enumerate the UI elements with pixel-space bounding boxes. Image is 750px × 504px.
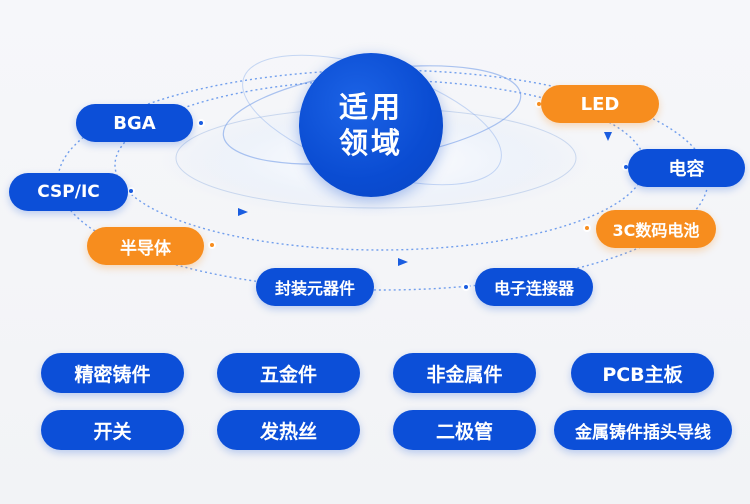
node-label: 半导体 [120,238,171,259]
node-3c-battery: 3C数码电池 [596,210,716,248]
grid-item-label: 二极管 [435,420,493,443]
grid-item-label: 精密铸件 [74,363,151,386]
grid-item-label: 非金属件 [426,363,503,386]
center-title-circle: 适用 领域 [299,53,443,197]
node-label: 3C数码电池 [612,221,700,240]
node-csp-ic: CSP/IC [9,173,128,211]
node-label: 封装元器件 [274,279,355,298]
orbit-arrow-icon [604,132,612,141]
grid-item-diode: 二极管 [393,410,536,450]
grid-item-precision-casting: 精密铸件 [41,353,184,393]
node-electronic-connector: 电子连接器 [475,268,593,306]
orbit-arrow-icon [238,208,248,216]
connector-dot [583,224,591,232]
connector-dot [197,119,205,127]
node-capacitor: 电容 [628,149,745,187]
grid-item-label: 金属铸件插头导线 [575,422,711,443]
node-label: 电容 [668,159,705,180]
orbit-arrow-icon [398,258,408,266]
grid-item-metal-plug-wire: 金属铸件插头导线 [554,410,732,450]
grid-item-label: 开关 [93,420,132,443]
node-label: BGA [113,112,156,134]
grid-item-label: 五金件 [259,363,317,386]
grid-item-heating-wire: 发热丝 [217,410,360,450]
node-label: 电子连接器 [493,279,574,298]
node-semiconductor: 半导体 [87,227,204,265]
grid-item-non-metal: 非金属件 [393,353,536,393]
node-label: LED [580,93,620,115]
node-packaged-components: 封装元器件 [256,268,374,306]
connector-dot [462,283,470,291]
node-label: CSP/IC [37,182,100,202]
node-led: LED [541,85,659,123]
center-title-line1: 适用 [338,90,403,124]
connector-dot [127,187,135,195]
center-title-line2: 领域 [338,126,403,160]
connector-dot [208,241,216,249]
node-bga: BGA [76,104,193,142]
grid-item-hardware: 五金件 [217,353,360,393]
grid-item-pcb: PCB主板 [571,353,714,393]
grid-item-switch: 开关 [41,410,184,450]
grid-item-label: PCB主板 [602,363,683,386]
grid-item-label: 发热丝 [259,420,317,443]
